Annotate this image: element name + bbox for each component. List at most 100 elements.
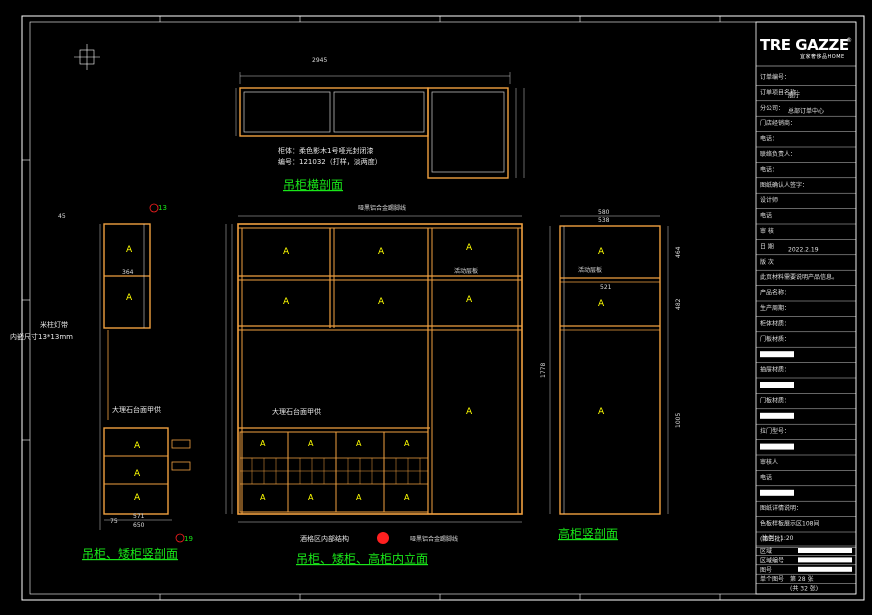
title-block-label: 订单编号： [760,73,790,81]
top-plan-view: 2945 柜体：柔色影木1号哑光封闭漆 编号：121032（打样，淡两度） 吊柜… [235,57,525,192]
title-block: TRE GAZZE ® 宜家奢侈品HOME [755,21,857,595]
mark-a: A [598,247,605,257]
high-dim-h1: 464 [675,246,682,258]
title-block-value: 展厅 [788,92,800,99]
title-block-label: 抽屉材质： [760,366,790,374]
high-dim-h3: 1005 [675,413,682,428]
title-block-label: 电话 [760,212,772,220]
plan-dim-top: 2945 [312,57,327,64]
label-size: 内嵌尺寸13*13mm [10,332,73,341]
side-dim-top: 45 [58,213,66,220]
crosshair-icon [74,44,100,70]
title-block-label: 区域 [760,547,772,555]
title-block-value: 总部订单中心 [788,107,824,115]
elev-bottom-note: 哑黑铝合金踢脚线 [410,535,458,543]
mark-a: A [126,293,133,303]
redacted-field [798,548,852,553]
mark-a: A [356,493,362,502]
redacted-field [798,566,852,572]
title-block-label: 审核人 [760,458,778,466]
side-marker-bottom: 19 [184,535,193,543]
side-section-view: 45 13 364 A A 米柱灯带 内嵌尺寸13*13mm 大理石台面甲供 A… [10,203,193,561]
redacted-field [760,443,794,450]
title-block-label: 日 期 [760,242,774,250]
mark-a: A [598,407,605,417]
title-block-label: 分公司： [760,104,784,112]
detail-marker-icon [377,532,389,544]
high-title: 高柜竖剖面 [558,526,618,541]
title-block-label: 图纸确认人签字： [760,181,808,189]
side-dim-b3: 75 [110,518,118,525]
elev-shelf-note: 活动层板 [454,267,478,275]
title-block-bottom: 区域区域编号图号单个图号第 28 张(共 32 张) [756,545,856,593]
elevation-view: 哑黑铝合金踢脚线 活动层板 A A A A A A A 大理石台面甲供 [225,204,523,566]
redacted-field [760,412,794,419]
high-dim-side: 1778 [540,363,547,378]
title-block-value: (共 32 张) [790,585,818,593]
outer-border [21,15,865,601]
mark-a: A [404,493,410,502]
title-block-label: 电话： [760,135,778,143]
title-block-label: 拉门型号： [760,427,790,435]
high-dim-w1: 580 [598,209,610,216]
title-block-label: 设计师 [760,196,778,204]
mark-a: A [378,247,385,257]
title-block-label: 此页材料需要说明产品信息。 [760,273,838,281]
mark-a: A [308,439,314,448]
plan-note-1: 柜体：柔色影木1号哑光封闭漆 [278,146,373,155]
side-marker-top: 13 [158,204,167,212]
high-shelf-note: 活动层板 [578,266,602,274]
redacted-field [760,489,794,496]
elev-wine-note: 酒格区内部结构 [300,534,349,543]
mark-a: A [466,243,473,253]
high-dim-h2: 482 [675,298,682,310]
mark-a: A [134,441,141,451]
scale-text: 比例：1:20 [762,534,794,542]
brand-reg: ® [846,37,852,44]
brand-logo: TRE GAZZE [760,36,849,54]
mark-a: A [466,407,473,417]
redacted-field [798,557,852,563]
title-block-label: 联络负责人： [760,150,796,158]
title-block-label: 门板材质： [760,335,790,343]
title-block-label: 审 核 [760,227,774,235]
high-dim-w2: 538 [598,217,610,224]
elev-title: 吊柜、矮柜、高柜内立面 [296,551,428,566]
mark-a: A [404,439,410,448]
mark-a: A [356,439,362,448]
title-block-footer: 比例：1:20 [762,534,794,542]
title-block-label: 图纸详情说明： [760,504,802,512]
title-block-value: 第 28 张 [790,575,813,583]
title-block-label: 色板样板展示区108间 [760,520,819,528]
title-block-label: 门板材质： [760,396,790,404]
elev-stone-note: 大理石台面甲供 [272,407,321,416]
border-ticks [22,16,721,600]
mark-a: A [260,439,266,448]
redacted-field [760,351,794,358]
title-block-label: 生产周期： [760,304,790,312]
label-stone-left: 大理石台面甲供 [112,405,161,414]
mark-a: A [283,297,290,307]
mark-a: A [126,245,133,255]
mark-a: A [134,469,141,479]
title-block-label: 柜体材质： [760,319,790,327]
title-block-label: 门店经销商： [760,119,796,127]
side-title: 吊柜、矮柜竖剖面 [82,547,178,561]
redacted-field [760,382,794,388]
title-block-label: 产品名称： [760,289,790,297]
mark-a: A [283,247,290,257]
mark-a: A [260,493,266,502]
title-block-label: 订单项目名称： [760,88,802,96]
title-block-label: 区域编号 [760,556,784,564]
title-block-label: 电话： [760,165,778,173]
mark-a: A [134,493,141,503]
inner-border [29,21,857,595]
brand-sub: 宜家奢侈品HOME [800,53,845,60]
label-column: 米柱灯带 [40,320,68,329]
mark-a: A [378,297,385,307]
elev-top-note: 哑黑铝合金踢脚线 [358,204,406,212]
mark-a: A [466,295,473,305]
title-block-label: (第三批) [760,535,783,543]
